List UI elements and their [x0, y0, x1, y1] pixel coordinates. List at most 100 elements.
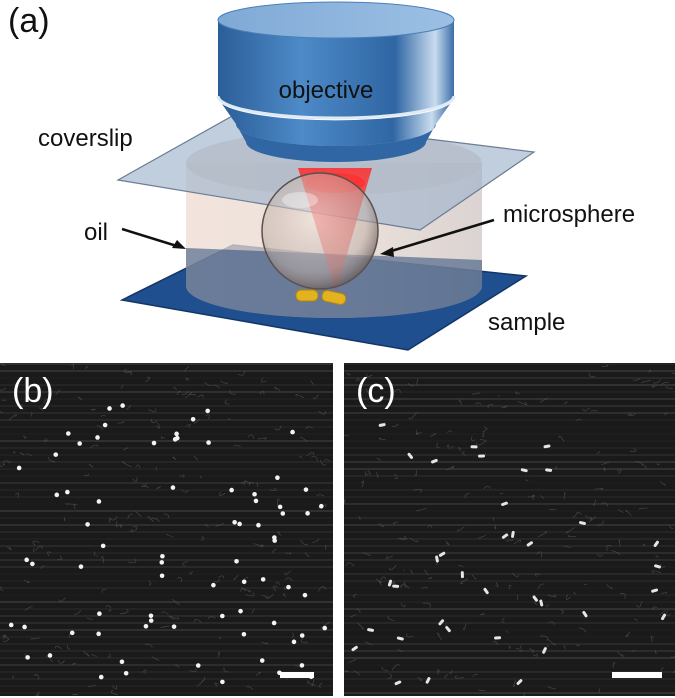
surface-texture — [582, 407, 590, 412]
objective-label: objective — [279, 77, 374, 104]
surface-texture — [0, 410, 3, 414]
scan-line — [0, 412, 333, 414]
nanorod — [579, 521, 586, 526]
surface-texture — [415, 379, 419, 385]
scan-line — [344, 559, 675, 561]
nanoparticle-dot — [260, 577, 266, 582]
surface-texture — [376, 458, 382, 462]
scan-line — [0, 664, 333, 666]
surface-texture — [508, 584, 512, 590]
nanorod — [438, 619, 445, 626]
scan-line — [0, 433, 333, 435]
micrograph-b — [0, 363, 333, 696]
nanoparticle-dot — [174, 435, 180, 441]
surface-texture — [312, 538, 320, 544]
surface-texture — [91, 653, 97, 657]
nanoparticle-dot — [256, 522, 261, 528]
surface-texture — [634, 618, 638, 621]
surface-texture — [255, 671, 261, 676]
surface-texture — [447, 444, 450, 450]
nanoparticle-dot — [302, 592, 308, 598]
surface-texture — [529, 648, 535, 653]
scan-line — [0, 573, 333, 575]
surface-texture — [472, 673, 478, 677]
surface-texture — [378, 437, 386, 441]
surface-texture — [505, 539, 514, 542]
surface-texture — [444, 674, 449, 678]
surface-texture — [109, 515, 118, 521]
surface-texture — [458, 399, 462, 405]
surface-texture — [487, 403, 494, 409]
scan-line — [344, 468, 675, 470]
surface-texture — [238, 370, 245, 376]
nanorod — [532, 595, 538, 602]
nanorod — [387, 579, 393, 587]
nanorod — [494, 636, 502, 640]
scan-line — [344, 496, 675, 498]
scan-line — [0, 538, 333, 540]
nanoparticle-dot — [65, 489, 70, 495]
nanorod — [378, 423, 386, 427]
surface-texture — [632, 378, 641, 381]
surface-texture — [218, 575, 225, 579]
surface-texture — [625, 631, 631, 638]
surface-texture — [619, 593, 626, 599]
scan-line — [344, 426, 675, 428]
surface-texture — [144, 643, 153, 648]
surface-texture — [145, 376, 151, 383]
surface-texture — [525, 479, 529, 482]
surface-texture — [355, 377, 361, 382]
surface-texture — [563, 492, 566, 500]
surface-texture — [421, 586, 428, 589]
panel-b-label: (b) — [12, 372, 54, 410]
surface-texture — [89, 444, 99, 449]
nanoparticle-dot — [303, 487, 309, 492]
surface-texture — [135, 511, 142, 518]
surface-texture — [320, 621, 330, 629]
nanoparticle-dot — [229, 487, 234, 493]
surface-texture — [255, 482, 259, 488]
nanoparticle-dot — [151, 440, 157, 446]
scan-line — [344, 629, 675, 631]
surface-texture — [148, 408, 157, 412]
surface-texture — [317, 586, 327, 592]
surface-texture — [344, 435, 349, 437]
surface-texture — [387, 615, 395, 622]
scan-line — [0, 622, 333, 624]
surface-texture — [305, 426, 313, 430]
surface-texture — [38, 407, 44, 411]
surface-texture — [540, 397, 548, 404]
nanoparticle-dot — [259, 658, 265, 663]
scan-line — [0, 447, 333, 449]
surface-texture — [631, 650, 636, 652]
surface-texture — [559, 609, 564, 615]
surface-texture — [299, 455, 302, 459]
surface-texture — [592, 499, 596, 506]
nanoparticle-dot — [271, 620, 277, 626]
surface-texture — [527, 494, 535, 498]
nanorod — [470, 445, 478, 449]
nanoparticle-dot — [280, 511, 286, 516]
scan-line — [0, 685, 333, 687]
scan-line — [344, 692, 675, 694]
surface-texture — [194, 618, 202, 623]
surface-texture — [584, 583, 588, 585]
surface-texture — [204, 676, 206, 681]
surface-texture — [497, 394, 501, 397]
surface-texture — [100, 556, 104, 564]
surface-texture — [478, 689, 486, 692]
surface-texture — [259, 390, 265, 395]
nanorod — [407, 452, 414, 459]
surface-texture — [397, 535, 407, 540]
scan-line — [344, 580, 675, 582]
nanoparticle-dot — [143, 623, 149, 629]
surface-texture — [77, 396, 83, 401]
surface-texture — [611, 550, 620, 556]
panel-a-label: (a) — [8, 2, 50, 40]
surface-texture — [311, 456, 319, 462]
scan-line — [344, 566, 675, 568]
surface-texture — [659, 610, 666, 615]
surface-texture — [361, 480, 364, 488]
nanoparticle-dot — [272, 538, 277, 543]
surface-texture — [72, 662, 76, 666]
